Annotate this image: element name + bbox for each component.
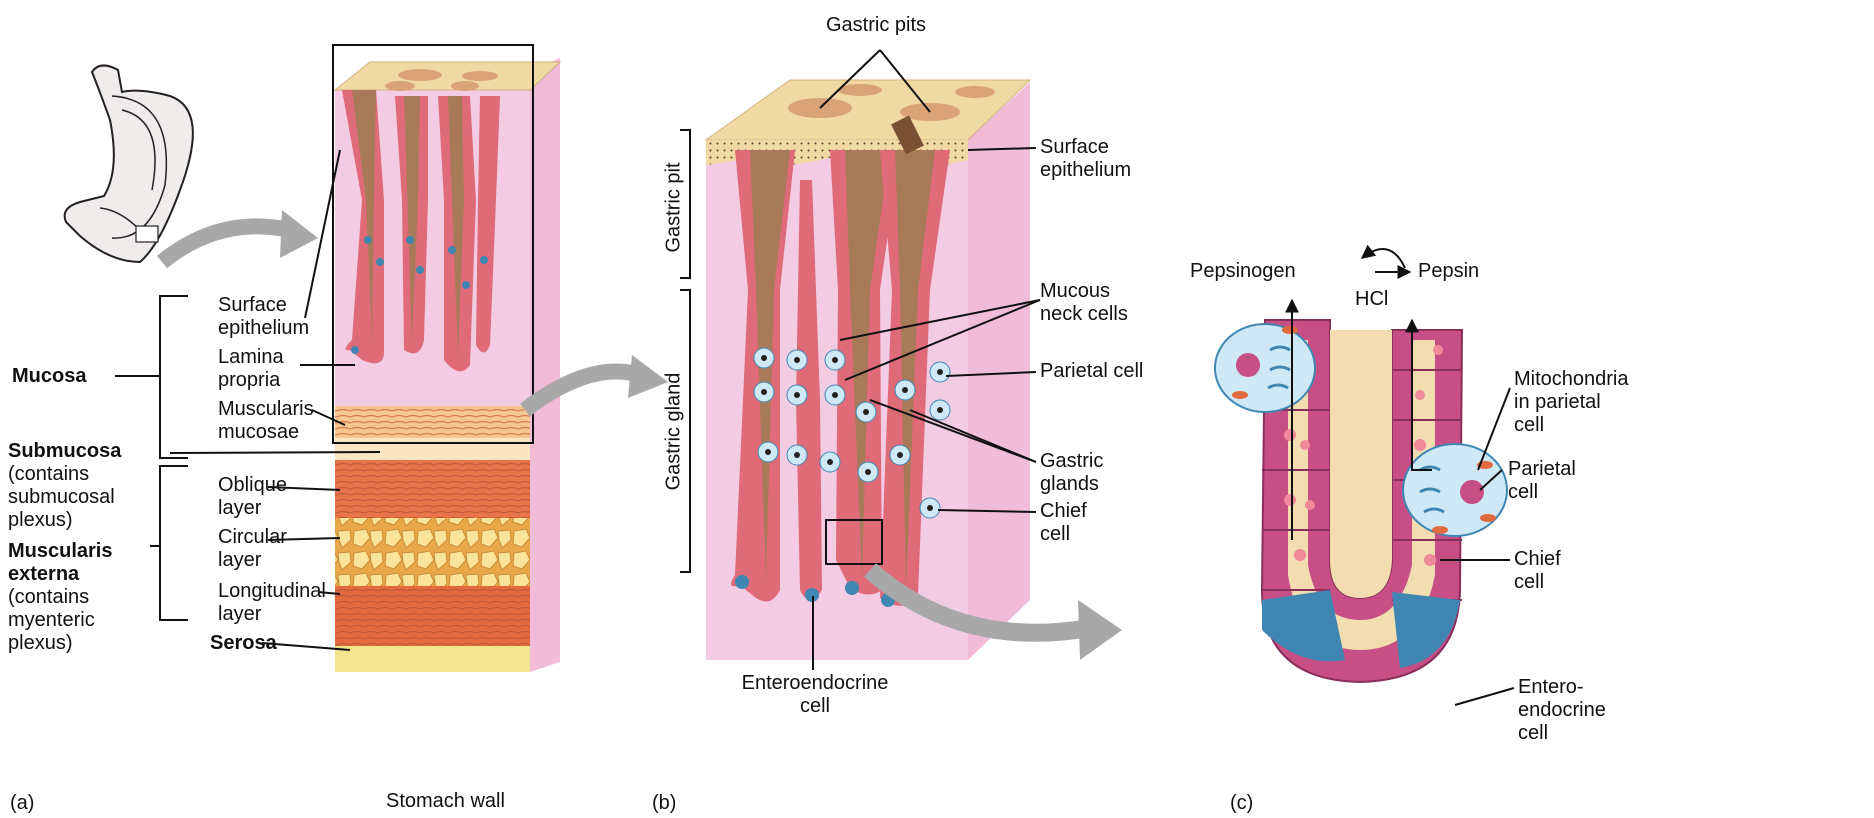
wall-block (333, 45, 560, 672)
label-chief-cell-c: Chief cell (1514, 548, 1561, 594)
label-parietal-cell-b: Parietal cell (1040, 360, 1143, 383)
label-circular-layer: Circular layer (218, 526, 287, 572)
panel-a-letter: (a) (10, 792, 34, 815)
label-pepsin: Pepsin (1418, 260, 1479, 283)
label-mitochondria: Mitochondria in parietal cell (1514, 368, 1629, 437)
zoom-arrow-a (162, 226, 290, 262)
label-parietal-cell-c: Parietal cell (1508, 458, 1576, 504)
label-surface-epithelium-a: Surface epithelium (218, 294, 309, 340)
label-mucous-neck-cells: Mucous neck cells (1040, 280, 1128, 326)
label-submucosa-note: (contains submucosal plexus) (8, 463, 115, 532)
label-lamina-propria: Lamina propria (218, 346, 284, 392)
label-enteroendocrine-cell-c: Entero- endocrine cell (1518, 676, 1606, 745)
gland-closeup (1215, 320, 1507, 682)
label-pepsinogen: Pepsinogen (1190, 260, 1296, 283)
panel-c-letter: (c) (1230, 792, 1253, 815)
label-enteroendocrine-cell-b: Enteroendocrine cell (730, 672, 900, 718)
label-mucosa: Mucosa (12, 365, 86, 388)
label-muscularis-note: (contains myenteric plexus) (8, 586, 95, 655)
label-gastric-pit: Gastric pit (663, 138, 686, 278)
label-surface-epithelium-b: Surface epithelium (1040, 136, 1131, 182)
label-muscularis-mucosae: Muscularis mucosae (218, 398, 314, 444)
label-submucosa: Submucosa (8, 440, 121, 463)
caption-stomach-wall: Stomach wall (386, 790, 505, 813)
label-longitudinal-layer: Longitudinal layer (218, 580, 326, 626)
label-hcl: HCl (1355, 288, 1388, 311)
label-serosa: Serosa (210, 632, 277, 655)
panel-b-letter: (b) (652, 792, 676, 815)
label-gastric-glands: Gastric glands (1040, 450, 1103, 496)
label-gastric-pits: Gastric pits (826, 14, 926, 37)
label-oblique-layer: Oblique layer (218, 474, 287, 520)
label-muscularis-externa: Muscularis externa (8, 540, 112, 586)
label-gastric-gland: Gastric gland (663, 352, 686, 512)
stomach-icon (65, 65, 193, 262)
label-chief-cell-b: Chief cell (1040, 500, 1087, 546)
